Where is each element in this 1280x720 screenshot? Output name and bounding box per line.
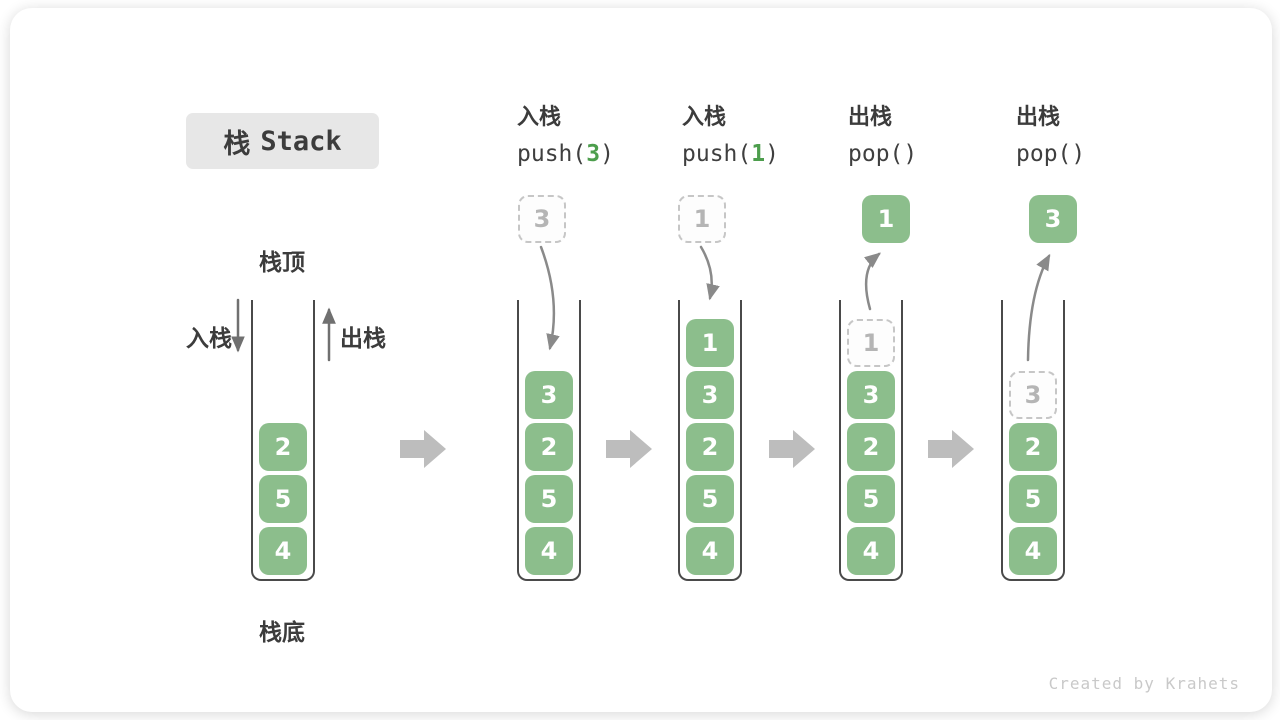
code-pre: pop() (1016, 141, 1086, 167)
stack-stage-initial: 2 5 4 (251, 0, 315, 720)
stack-top-label: 栈顶 (259, 250, 305, 276)
operation-label-zh: 出栈 (848, 105, 893, 130)
stage-transition-arrow (769, 430, 815, 468)
operation-code: pop() (848, 140, 917, 168)
stack-element: 2 (259, 423, 307, 471)
stage-transition-arrow (606, 430, 652, 468)
code-post: ) (600, 141, 614, 167)
stack-stage-pop-1: 出栈 pop() 1 1 3 2 5 4 (839, 0, 917, 720)
stack-element-removed: 1 (847, 319, 895, 367)
title-zh: 栈 (223, 128, 251, 160)
stage-transition-arrow (400, 430, 446, 468)
title-badge: 栈 Stack (186, 113, 379, 169)
operation-code: pop() (1016, 140, 1085, 168)
stack-element: 5 (1009, 475, 1057, 523)
code-arg: 3 (586, 141, 601, 167)
stack-element: 5 (686, 475, 734, 523)
popped-element: 3 (1029, 195, 1077, 243)
operation-label: 出栈 pop() (848, 104, 917, 168)
stack-element-removed: 3 (1009, 371, 1057, 419)
operation-label: 出栈 pop() (1016, 104, 1085, 168)
push-side-label: 入栈 (186, 326, 232, 352)
code-arg: 1 (751, 141, 766, 167)
stack-element: 5 (847, 475, 895, 523)
operation-label: 入栈 push(1) (682, 104, 779, 168)
stack-element: 2 (525, 423, 573, 471)
popped-element: 1 (862, 195, 910, 243)
code-pre: push( (517, 141, 587, 167)
stack-element: 3 (847, 371, 895, 419)
incoming-element: 1 (678, 195, 726, 243)
stack-element: 5 (259, 475, 307, 523)
stack-element: 3 (525, 371, 573, 419)
stack-element: 4 (525, 527, 573, 575)
code-pre: pop() (848, 141, 918, 167)
stack-stage-pop-3: 出栈 pop() 3 3 2 5 4 (1001, 0, 1085, 720)
operation-label: 入栈 push(3) (517, 104, 614, 168)
operation-label-zh: 入栈 (517, 105, 562, 130)
stack-element: 2 (1009, 423, 1057, 471)
stack-stage-push-1: 入栈 push(1) 1 1 3 2 5 4 (678, 0, 779, 720)
operation-code: push(1) (682, 140, 779, 168)
stack-bottom-label: 栈底 (259, 620, 305, 646)
operation-label-zh: 入栈 (682, 105, 727, 130)
stack-element: 4 (1009, 527, 1057, 575)
stack-element: 5 (525, 475, 573, 523)
operation-label-zh: 出栈 (1016, 105, 1061, 130)
pop-side-label: 出栈 (340, 326, 386, 352)
stage-transition-arrow (928, 430, 974, 468)
title-en: Stack (260, 125, 342, 157)
credit-text: Created by Krahets (1048, 674, 1240, 693)
stack-element: 2 (847, 423, 895, 471)
stack-stage-push-3: 入栈 push(3) 3 3 2 5 4 (517, 0, 614, 720)
code-post: ) (765, 141, 779, 167)
stack-element: 4 (847, 527, 895, 575)
stack-element: 3 (686, 371, 734, 419)
incoming-element: 3 (518, 195, 566, 243)
stack-element: 4 (686, 527, 734, 575)
stack-element: 2 (686, 423, 734, 471)
code-pre: push( (682, 141, 752, 167)
stack-element: 1 (686, 319, 734, 367)
operation-code: push(3) (517, 140, 614, 168)
stack-element: 4 (259, 527, 307, 575)
